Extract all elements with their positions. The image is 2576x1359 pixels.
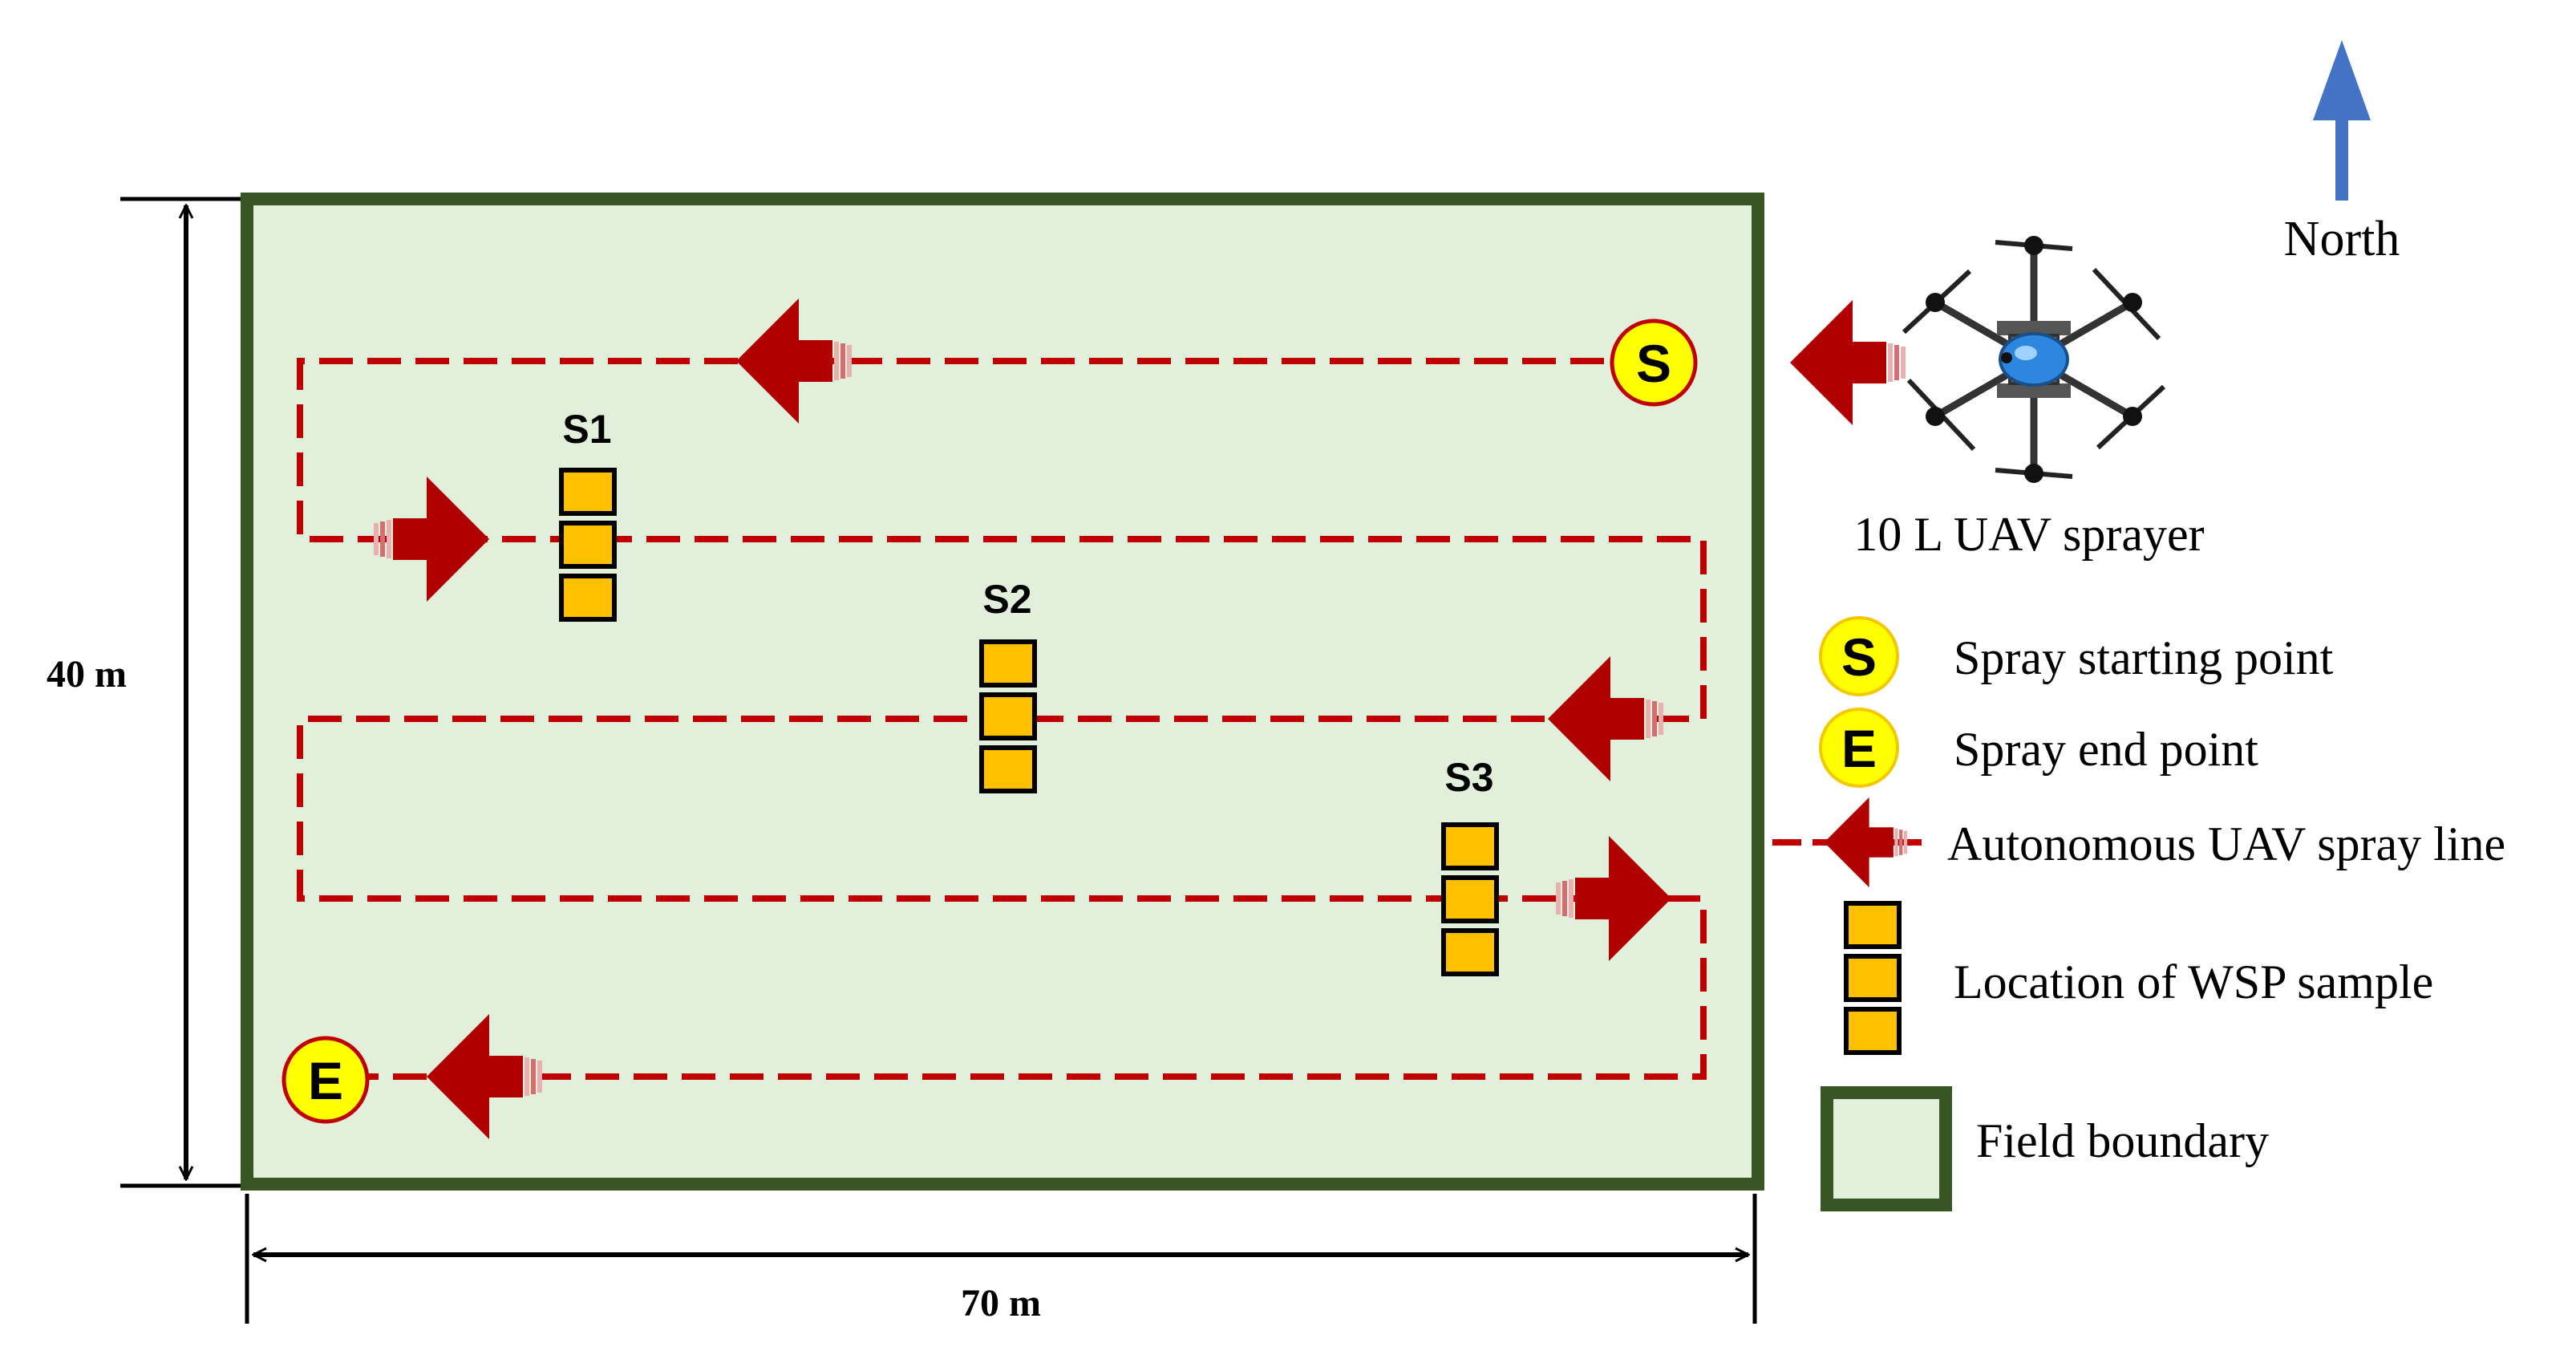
legend-spray-line-label: Autonomous UAV spray line	[1947, 817, 2505, 870]
station-label-s2: S2	[982, 577, 1031, 622]
legend-end-point: E Spray end point	[1819, 708, 2258, 788]
start-marker: S	[1610, 318, 1698, 407]
north-label: North	[2284, 212, 2400, 266]
hexacopter-drone-icon	[1902, 236, 2166, 483]
legend-end-marker-icon	[1819, 708, 1899, 788]
legend-spray-arrow-icon	[1824, 797, 1908, 888]
legend-field-boundary: Field boundary	[1821, 1086, 2269, 1211]
sample-station-s3: S3	[1444, 755, 1497, 974]
uav-entry-arrow	[1790, 300, 1906, 425]
legend-sample-location: Location of WSP sample	[1846, 903, 2433, 1053]
sample-station-s2: S2	[982, 577, 1035, 791]
legend-start-label: Spray starting point	[1954, 631, 2334, 684]
legend-spray-line: Autonomous UAV spray line	[1772, 797, 2505, 888]
legend-end-label: Spray end point	[1954, 723, 2258, 776]
north-arrow-icon	[2313, 40, 2371, 201]
start-marker-letter: S	[1636, 334, 1671, 393]
legend-field-icon	[1821, 1086, 1952, 1211]
height-dimension: 40 m	[47, 197, 241, 1188]
station-label-s1: S1	[562, 407, 611, 452]
width-label: 70 m	[961, 1282, 1041, 1325]
sample-station-s1: S1	[561, 407, 614, 619]
uav-label: 10 L UAV sprayer	[1853, 508, 2204, 561]
legend-sample-label: Location of WSP sample	[1954, 955, 2433, 1008]
legend-field-label: Field boundary	[1976, 1114, 2269, 1167]
legend-start-marker-icon	[1819, 616, 1899, 696]
width-dimension: 70 m	[245, 1194, 1757, 1325]
legend-start-letter: S	[1841, 627, 1877, 687]
height-label: 40 m	[47, 653, 127, 696]
legend: S Spray starting point E Spray end point…	[1772, 616, 2505, 1211]
station-label-s3: S3	[1444, 755, 1493, 800]
legend-sample-icon	[1846, 903, 1899, 1053]
legend-end-letter: E	[1841, 719, 1877, 778]
legend-start-point: S Spray starting point	[1819, 616, 2334, 696]
end-marker: E	[281, 1036, 370, 1124]
end-marker-letter: E	[308, 1051, 343, 1110]
